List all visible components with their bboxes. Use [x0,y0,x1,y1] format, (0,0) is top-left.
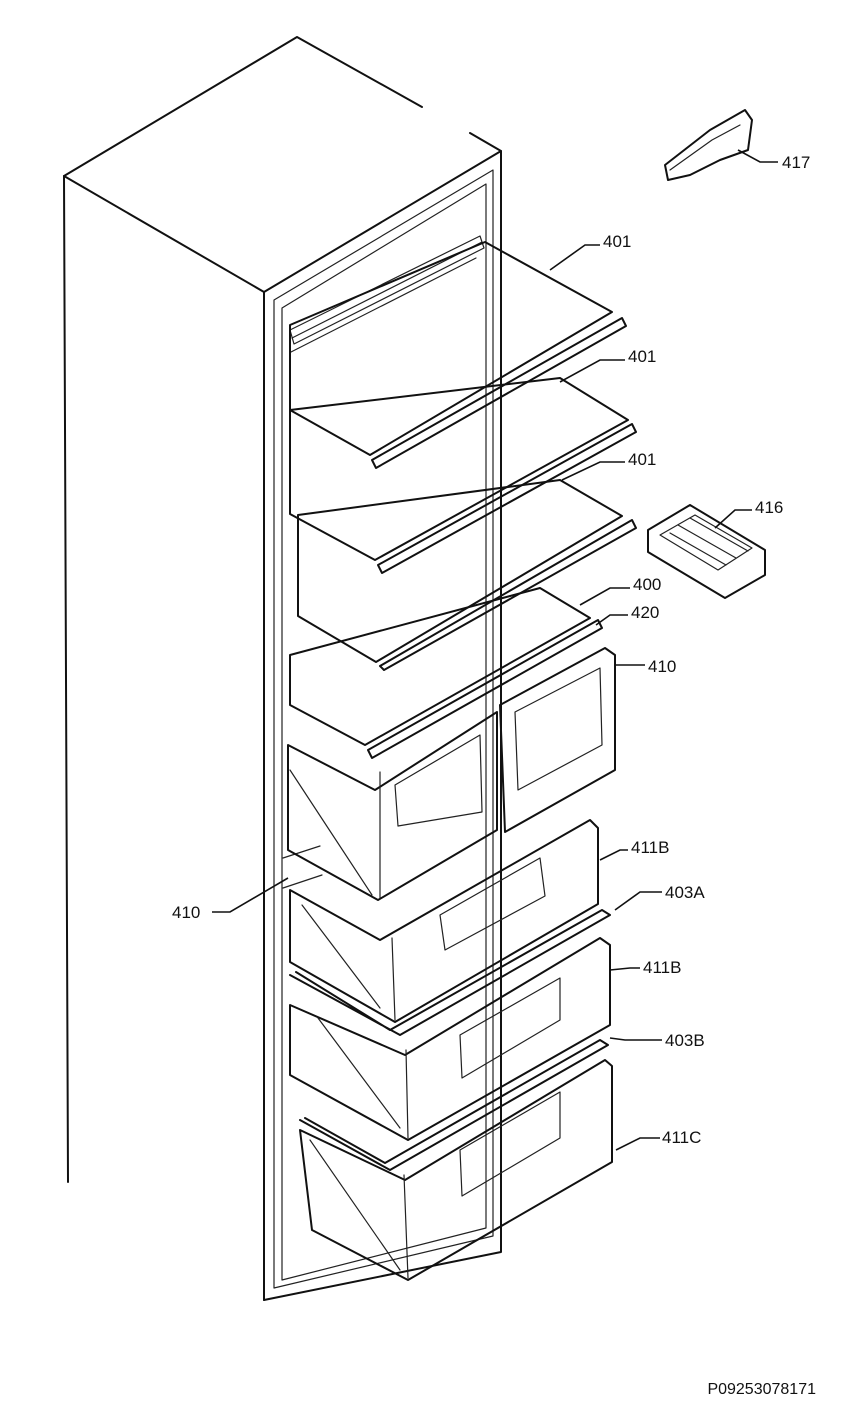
callout-400: 400 [633,575,661,594]
divider-403b [299,1039,609,1171]
callout-411b-lower: 411B [643,958,681,977]
callout-401-middle: 401 [628,347,656,366]
cabinet-body [63,36,502,1301]
callout-411b-upper: 411B [631,838,669,857]
ice-scoop-part [664,109,753,181]
leader-lines [212,149,778,1151]
callout-401-bottom: 401 [628,450,656,469]
glass-shelf-4 [289,587,603,759]
callout-420: 420 [631,603,659,622]
callout-403a: 403A [665,883,705,902]
callout-410-right: 410 [648,657,676,676]
ice-tray-part [647,504,766,599]
glass-shelf-3 [297,479,637,671]
callout-401-top: 401 [603,232,631,251]
freezer-drawer-1 [289,819,599,1023]
callout-416: 416 [755,498,783,517]
freezer-drawer-3 [299,1059,613,1281]
glass-shelf-1 [289,241,627,469]
callout-403b: 403B [665,1031,705,1050]
crisper-drawer-right [499,647,616,833]
divider-403a [289,909,611,1036]
crisper-drawer-left [287,711,498,901]
rear-rail [289,235,485,353]
glass-shelf-2 [289,377,637,574]
callout-417: 417 [782,153,810,172]
callout-410-left: 410 [172,903,200,922]
drawing-code: P09253078171 [707,1381,816,1398]
callout-411c: 411C [662,1128,701,1147]
freezer-drawer-2 [289,937,611,1141]
